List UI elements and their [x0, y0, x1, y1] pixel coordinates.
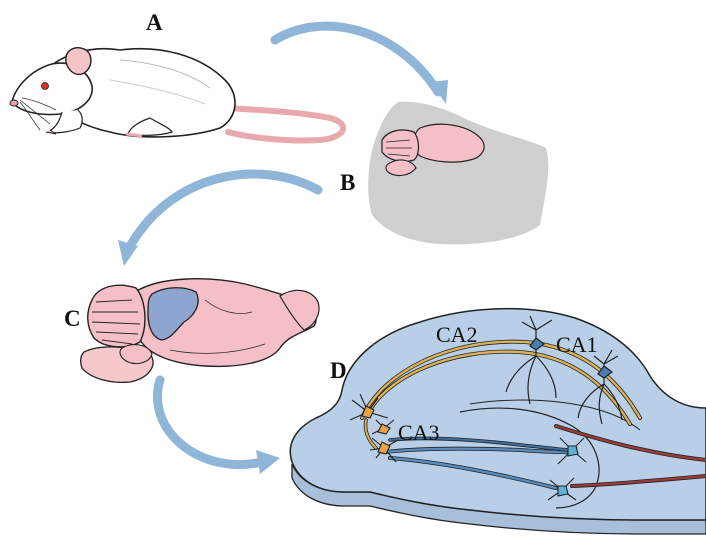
arrowhead-c-to-d — [256, 450, 280, 474]
region-label-ca2: CA2 — [436, 322, 478, 347]
rat-illustration — [10, 48, 343, 141]
arrow-b-to-c — [128, 174, 318, 250]
arrow-a-to-b — [275, 26, 438, 92]
brain-illustration — [81, 279, 319, 383]
rat-ear — [66, 48, 91, 75]
rat-tail — [228, 108, 343, 141]
rat-eye — [42, 83, 49, 90]
brain-cerebellum — [88, 285, 145, 347]
hippocampus-slice — [290, 309, 706, 534]
region-label-ca3: CA3 — [398, 420, 440, 445]
panel-label-a: A — [146, 10, 163, 35]
arrow-c-to-d — [158, 380, 262, 465]
panel-label-c: C — [64, 306, 81, 331]
region-label-ca1: CA1 — [556, 332, 598, 357]
panel-label-d: D — [330, 358, 347, 383]
panel-label-b: B — [340, 170, 355, 195]
